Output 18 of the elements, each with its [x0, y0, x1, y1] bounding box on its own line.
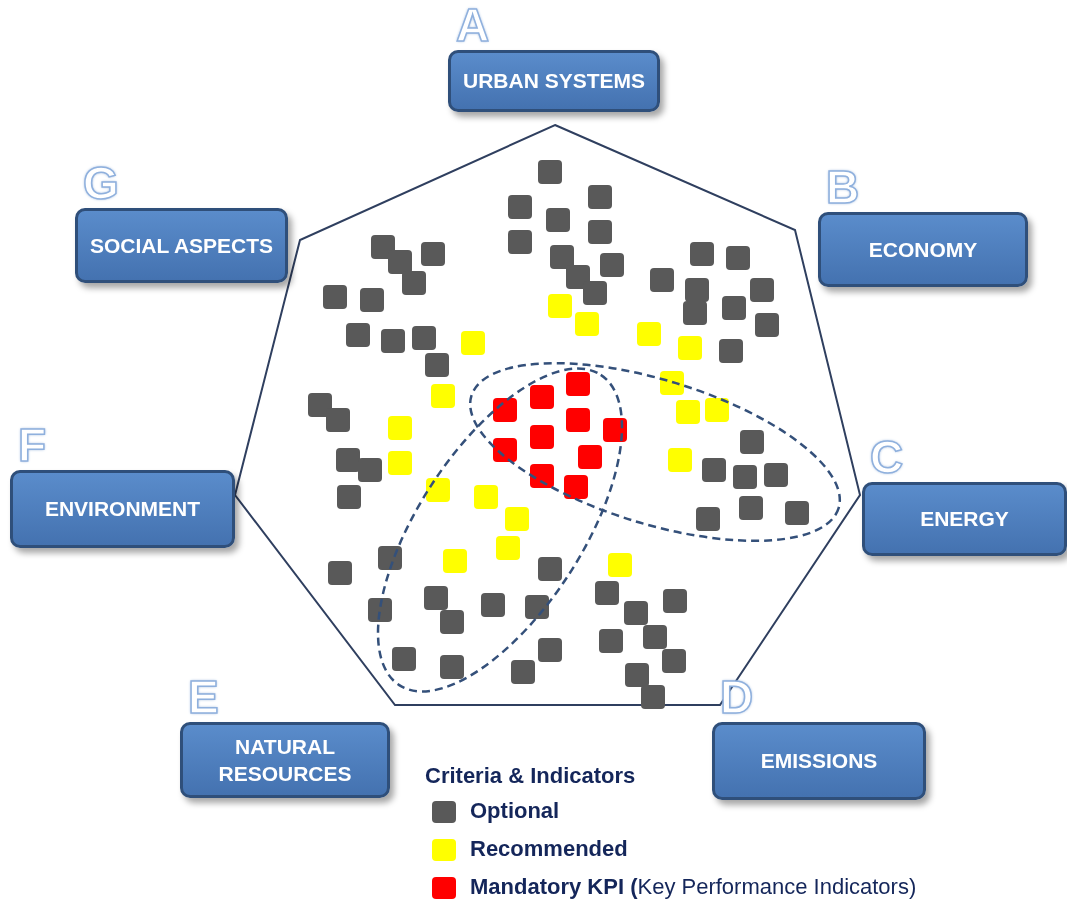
legend-label: Recommended: [470, 836, 628, 862]
category-letter: G: [83, 160, 119, 206]
category-label: URBAN SYSTEMS: [463, 68, 645, 95]
category-label: SOCIAL ASPECTS: [89, 232, 274, 259]
category-label: NATURAL RESOURCES: [217, 733, 353, 787]
legend-label: Mandatory KPI (Key Performance Indicators): [470, 874, 917, 900]
legend-label: Optional: [470, 798, 560, 824]
category-letter: A: [456, 2, 490, 48]
category-label: EMISSIONS: [760, 748, 878, 775]
category-label: ECONOMY: [868, 236, 978, 263]
category-letter: F: [18, 422, 47, 468]
category-letter: D: [720, 674, 754, 720]
category-letter: E: [188, 674, 219, 720]
category-letter: C: [870, 434, 904, 480]
category-label: ENVIRONMENT: [44, 496, 201, 523]
category-letter: B: [826, 164, 860, 210]
legend-title: Criteria & Indicators: [425, 763, 636, 789]
category-label: ENERGY: [920, 506, 1009, 533]
